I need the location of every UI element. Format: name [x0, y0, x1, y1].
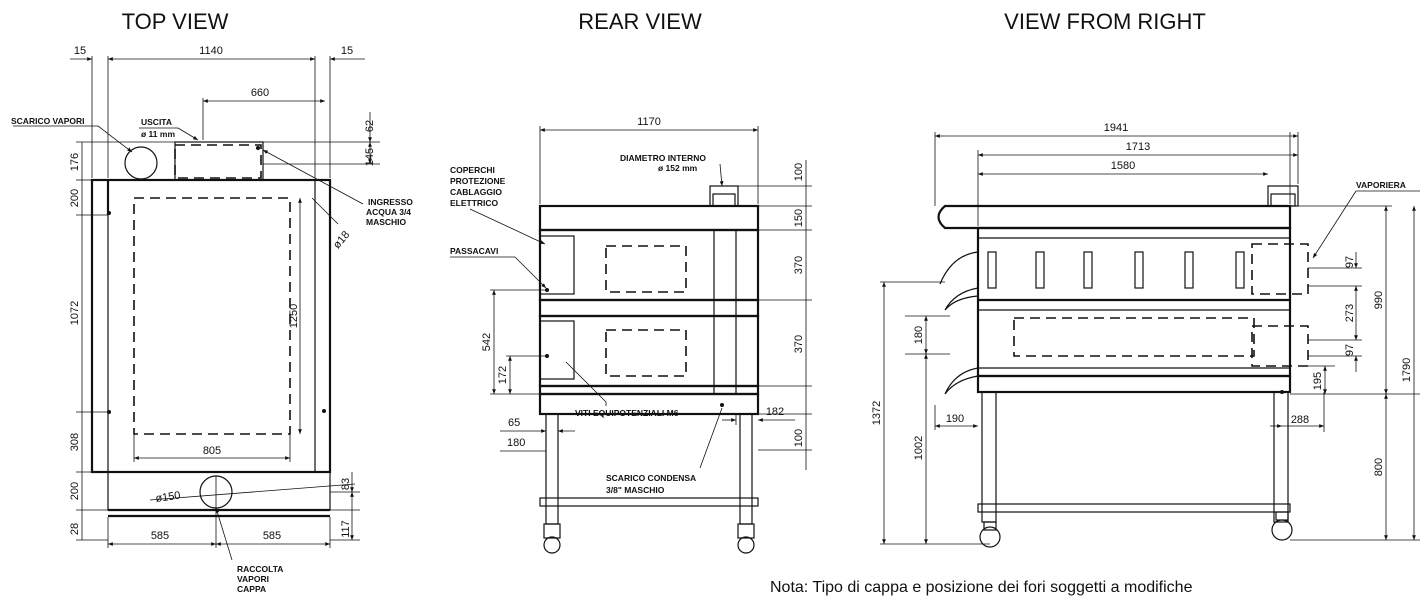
label-scarico-condensa-2: 3/8" MASCHIO: [606, 485, 665, 495]
dim-1140: 1140: [199, 45, 223, 57]
dim-1790: 1790: [1401, 358, 1413, 382]
dim-100-top: 100: [793, 163, 805, 181]
dim-200-top: 200: [69, 189, 81, 207]
dim-phi18: ø18: [331, 229, 352, 251]
top-view-title: TOP VIEW: [122, 9, 229, 34]
dim-62: 62: [364, 120, 376, 132]
dim-370-top: 370: [793, 256, 805, 274]
dim-97-bottom: 97: [1344, 344, 1356, 356]
steam-exhaust-circle: [124, 146, 158, 180]
dim-176: 176: [69, 153, 81, 171]
dim-1002: 1002: [913, 436, 925, 460]
label-viti: VITI EQUIPOTENZIALI M6: [575, 408, 679, 418]
right-oven-body: [976, 226, 1292, 378]
label-scarico-condensa-1: SCARICO CONDENSA: [606, 473, 696, 483]
rear-upper-deck: [538, 228, 760, 302]
dim-phi150: ø150: [155, 490, 182, 505]
rear-chimney: [709, 185, 739, 207]
dim-28: 28: [69, 523, 81, 535]
label-vaporiera: VAPORIERA: [1356, 180, 1406, 190]
lower-door-handle: [944, 367, 979, 395]
dim-660: 660: [251, 87, 269, 99]
note-text: Nota: Tipo di cappa e posizione dei fori…: [770, 579, 1193, 596]
right-lower-chamber: [1013, 317, 1255, 357]
right-view-title: VIEW FROM RIGHT: [1004, 9, 1206, 34]
label-raccolta-1: RACCOLTA: [237, 564, 283, 574]
dim-288: 288: [1291, 414, 1309, 426]
dim-1580: 1580: [1111, 160, 1135, 172]
dim-97-top: 97: [1344, 256, 1356, 268]
vent-grilles: [987, 251, 1245, 289]
label-raccolta-3: CAPPA: [237, 584, 266, 594]
dim-180: 180: [507, 437, 525, 449]
dim-585-right: 585: [263, 530, 281, 542]
dim-1170: 1170: [637, 116, 661, 128]
dim-15-right: 15: [341, 45, 353, 57]
dim-180-right: 180: [913, 326, 925, 344]
dim-15-left: 15: [74, 45, 86, 57]
label-passacavi: PASSACAVI: [450, 246, 498, 256]
right-view: VIEW FROM RIGHT: [871, 9, 1420, 548]
rear-base: [538, 392, 760, 416]
rear-top-slab: [538, 204, 760, 232]
dim-1250: 1250: [288, 304, 300, 328]
dim-182: 182: [766, 406, 784, 418]
dim-1072: 1072: [69, 301, 81, 325]
rear-view: REAR VIEW 1170: [450, 9, 812, 554]
dim-990: 990: [1373, 291, 1385, 309]
label-coperchi-2: PROTEZIONE: [450, 176, 506, 186]
dim-1941: 1941: [1104, 122, 1128, 134]
dim-145: 145: [364, 148, 376, 166]
dim-117: 117: [340, 520, 352, 538]
label-uscita-size: ø 11 mm: [141, 129, 175, 139]
dim-190: 190: [946, 413, 964, 425]
label-ingresso-1: INGRESSO: [368, 197, 413, 207]
chamber-outline: [133, 197, 291, 435]
label-coperchi-3: CABLAGGIO: [450, 187, 502, 197]
dim-805: 805: [203, 445, 221, 457]
dim-150: 150: [793, 209, 805, 227]
right-hood-slab: [937, 204, 1292, 230]
dim-172: 172: [497, 366, 509, 384]
dim-100-bottom: 100: [793, 429, 805, 447]
label-coperchi-1: COPERCHI: [450, 165, 495, 175]
dim-308: 308: [69, 433, 81, 451]
dim-273: 273: [1344, 304, 1356, 322]
label-coperchi-4: ELETTRICO: [450, 198, 499, 208]
dim-200-bottom: 200: [69, 482, 81, 500]
dim-1713: 1713: [1126, 141, 1150, 153]
top-view: TOP VIEW 15 1140 15 660: [11, 9, 413, 594]
label-uscita: USCITA: [141, 117, 172, 127]
dim-800: 800: [1373, 458, 1385, 476]
dim-585-left: 585: [151, 530, 169, 542]
dim-65: 65: [508, 417, 520, 429]
upper-door-handle: [944, 287, 979, 311]
right-base: [976, 374, 1292, 394]
hood-box: [174, 141, 264, 181]
dim-542: 542: [481, 333, 493, 351]
collector-area: [107, 471, 331, 511]
label-diametro-1: DIAMETRO INTERNO: [620, 153, 706, 163]
rear-view-title: REAR VIEW: [578, 9, 702, 34]
right-chimney: [1267, 185, 1299, 207]
label-scarico-vapori: SCARICO VAPORI: [11, 116, 85, 126]
label-ingresso-3: MASCHIO: [366, 217, 407, 227]
label-diametro-2: ø 152 mm: [658, 163, 698, 173]
dim-370-bottom: 370: [793, 335, 805, 353]
dim-1372: 1372: [871, 401, 883, 425]
dim-195: 195: [1312, 372, 1324, 390]
label-ingresso-2: ACQUA 3/4: [366, 207, 411, 217]
dim-83: 83: [340, 478, 352, 490]
label-raccolta-2: VAPORI: [237, 574, 269, 584]
